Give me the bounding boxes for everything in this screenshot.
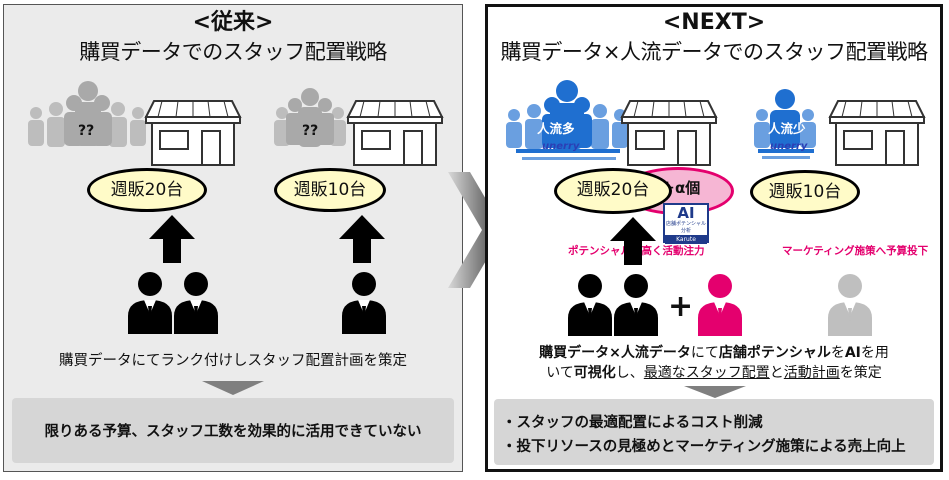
brand-logo: unerry — [542, 141, 580, 152]
store-icon — [620, 100, 718, 166]
left-result-text: 限りある予算、スタッフ工数を効果的に活用できていない — [44, 424, 422, 440]
desc-text: を — [830, 345, 845, 361]
desc-underlined: 最適なスタッフ配置 — [643, 365, 770, 381]
desc-term: 購買データ×人流データ — [539, 345, 691, 361]
store-sales-badge: 週販10台 — [750, 170, 860, 214]
crowd-label: 人流多 — [537, 121, 575, 136]
staff-icon — [342, 272, 386, 334]
down-triangle-icon — [202, 381, 264, 395]
marketing-label: マーケティング施策へ予算投下 — [782, 245, 929, 257]
up-arrow-icon — [339, 215, 385, 263]
right-result-line2: ・投下リソースの見極めとマーケティング施策による売上向上 — [502, 439, 906, 455]
desc-underlined: 活動計画 — [783, 365, 840, 381]
crowd-label: 人流少 — [768, 121, 806, 136]
ai-subtitle: 店舗ポテンシャル分析 — [665, 221, 706, 234]
store-sales-badge: 週販20台 — [87, 168, 207, 212]
store-icon — [346, 100, 444, 166]
staff-grey-icon — [828, 274, 872, 336]
crowd-unknown-mark: ?? — [78, 123, 95, 139]
crowd-unknown-mark: ?? — [302, 123, 319, 139]
next-strategy-panel: <NEXT> 購買データ×人流データでのスタッフ配置戦略 人流多 unerry — [485, 4, 943, 472]
up-arrow-icon — [610, 217, 656, 265]
staff-pink-icon — [698, 274, 742, 336]
right-subtitle: 購買データ×人流データでのスタッフ配置戦略 — [500, 40, 928, 64]
desc-term: 可視化 — [573, 365, 616, 381]
plus-sign: + — [668, 289, 694, 324]
desc-text: にて — [690, 345, 719, 361]
ai-product-name: Karute — [665, 235, 707, 244]
desc-text: し、 — [615, 365, 644, 381]
store-icon — [144, 100, 242, 166]
right-description-line1: 購買データ×人流データにて店舗ポテンシャルをAIを用 — [488, 343, 940, 363]
desc-text: を策定 — [839, 365, 882, 381]
store-sales-badge: 週販10台 — [274, 168, 386, 212]
ai-karute-badge: AI 店舗ポテンシャル分析 Karute — [663, 203, 709, 244]
desc-term: AI — [844, 345, 861, 361]
down-triangle-icon — [684, 386, 746, 398]
crowd-icon — [506, 80, 628, 160]
right-result-box: ・スタッフの最適配置によるコスト削減 ・投下リソースの見極めとマーケティング施策… — [494, 399, 934, 465]
desc-text: を用 — [860, 345, 889, 361]
desc-text: と — [769, 365, 784, 381]
staff-pair-icon — [128, 272, 218, 334]
staff-pair-icon — [568, 274, 658, 336]
left-description: 購買データにてランク付けしスタッフ配置計画を策定 — [59, 353, 407, 369]
right-result-line1: ・スタッフの最適配置によるコスト削減 — [502, 415, 763, 431]
up-arrow-icon — [149, 215, 195, 263]
small-crowd-icon — [754, 89, 816, 159]
desc-text: いて — [546, 365, 574, 381]
left-header: <従来> — [192, 10, 274, 35]
crowd-icon — [28, 81, 146, 147]
store-icon — [828, 100, 926, 166]
store-sales-badge: 週販20台 — [554, 168, 672, 214]
desc-term: 店舗ポテンシャル — [718, 345, 831, 361]
ai-title: AI — [677, 204, 695, 222]
left-result-box: 限りある予算、スタッフ工数を効果的に活用できていない — [12, 398, 454, 463]
right-description-line2: いて可視化し、最適なスタッフ配置と活動計画を策定 — [488, 363, 940, 383]
right-header: <NEXT> — [662, 10, 766, 35]
left-subtitle: 購買データでのスタッフ配置戦略 — [79, 40, 387, 64]
brand-logo: unerry — [770, 141, 808, 152]
small-crowd-icon — [274, 88, 346, 147]
current-strategy-panel: <従来> 購買データでのスタッフ配置戦略 ?? — [3, 4, 463, 472]
